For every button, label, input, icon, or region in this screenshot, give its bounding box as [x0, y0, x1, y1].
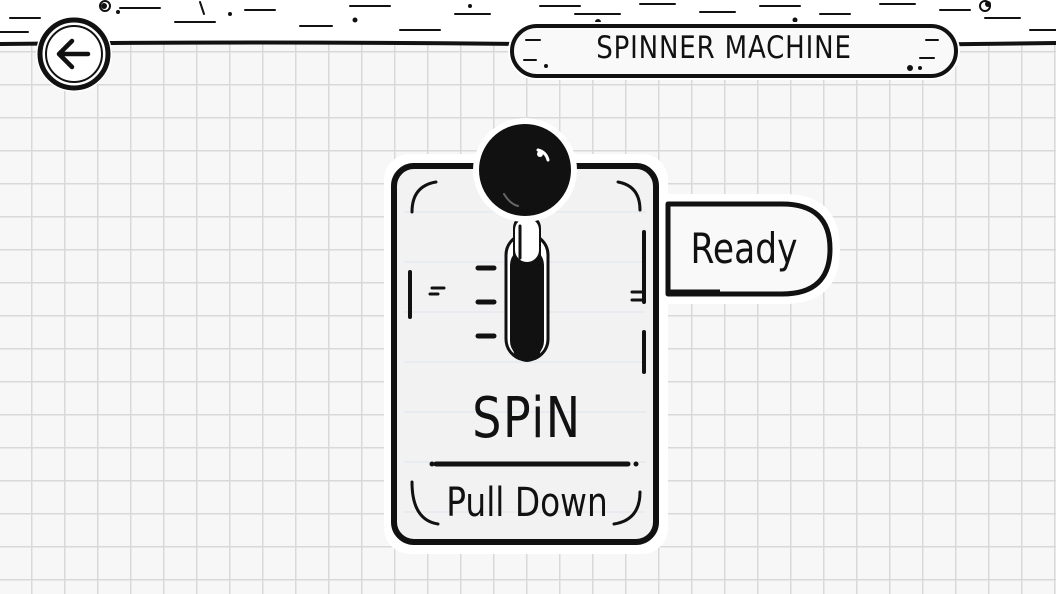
title-banner [508, 22, 960, 80]
page-title: SPINNER MACHINE [596, 30, 852, 66]
back-button[interactable] [34, 14, 114, 94]
spin-label: SPiN [472, 386, 582, 451]
status-bubble [662, 194, 840, 304]
pull-down-label: Pull Down [446, 480, 608, 526]
spinner-lever[interactable] [472, 118, 582, 368]
arrow-left-icon [36, 16, 112, 92]
status-text: Ready [690, 224, 798, 273]
